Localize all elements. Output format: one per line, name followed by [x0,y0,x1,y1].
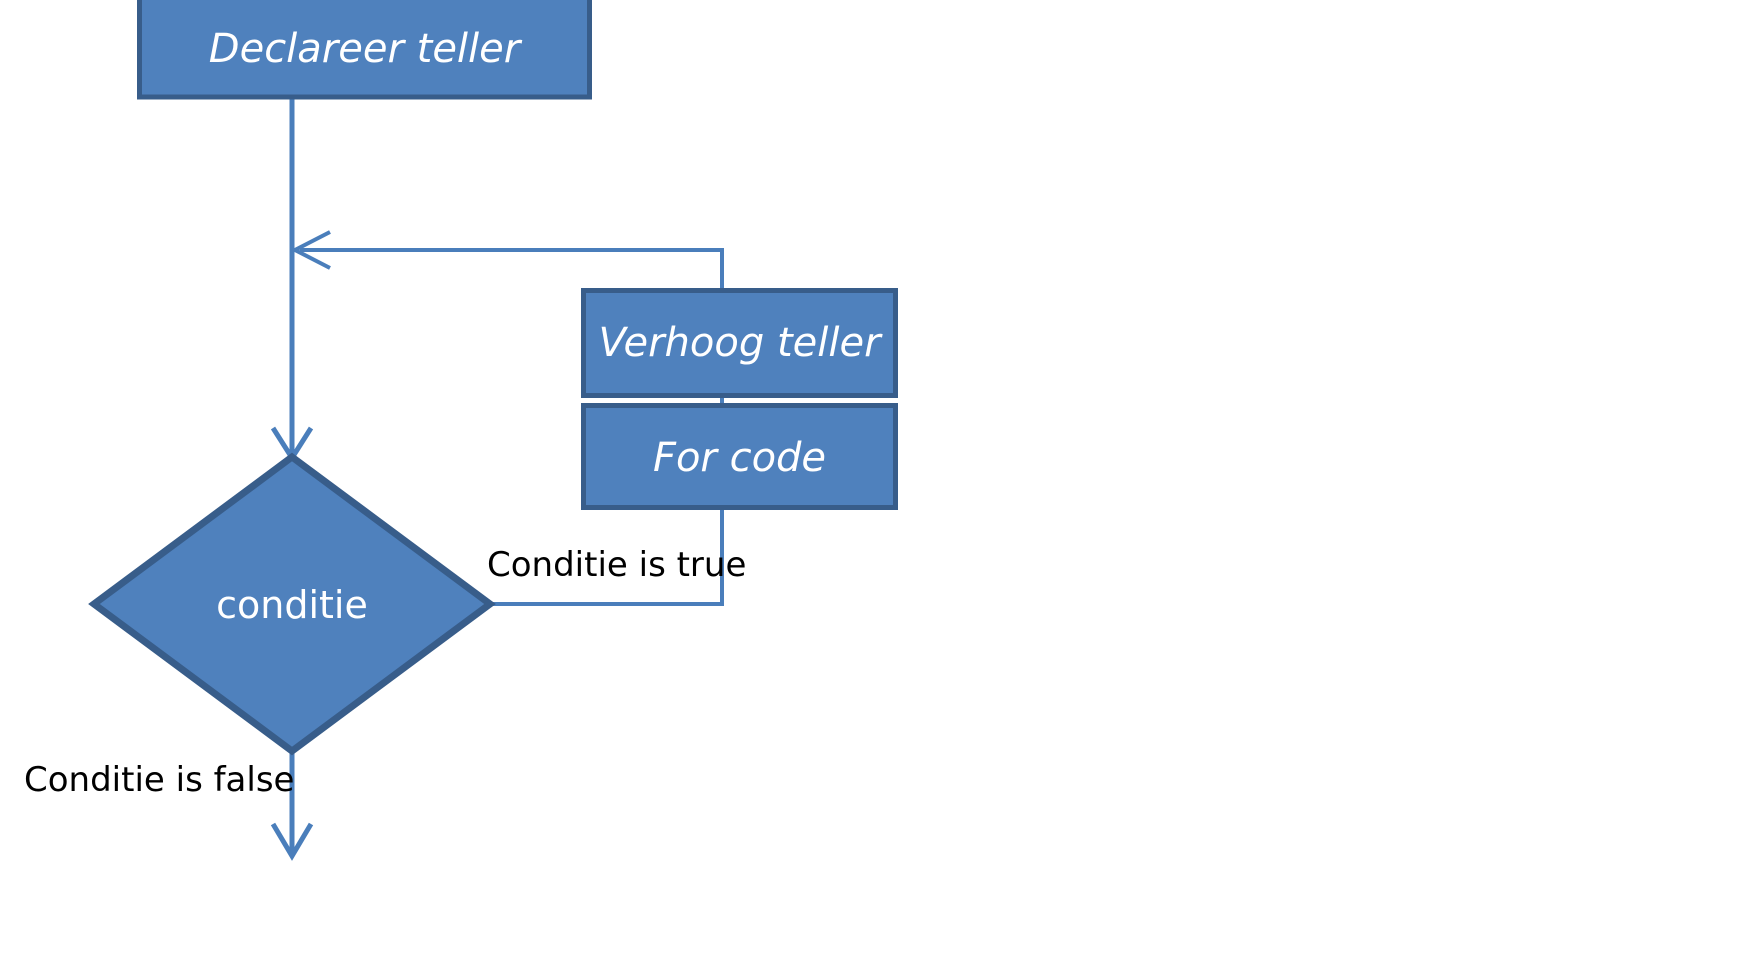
arrowhead-down-exit [270,822,314,861]
arrowhead-left-merge [290,230,331,270]
node-declareer-teller[interactable] [137,0,592,100]
node-conditie-decision[interactable] [88,452,496,756]
edge-label-conditie-is-true: Conditie is true [487,545,747,585]
edge-loopback [300,248,724,288]
shape-layer [88,0,898,756]
connector-layer [270,99,724,861]
edge-label-conditie-is-false: Conditie is false [24,760,295,800]
node-verhoog-teller[interactable] [581,288,898,398]
edge-conditie-true [490,508,724,606]
node-for-code[interactable] [581,403,898,510]
